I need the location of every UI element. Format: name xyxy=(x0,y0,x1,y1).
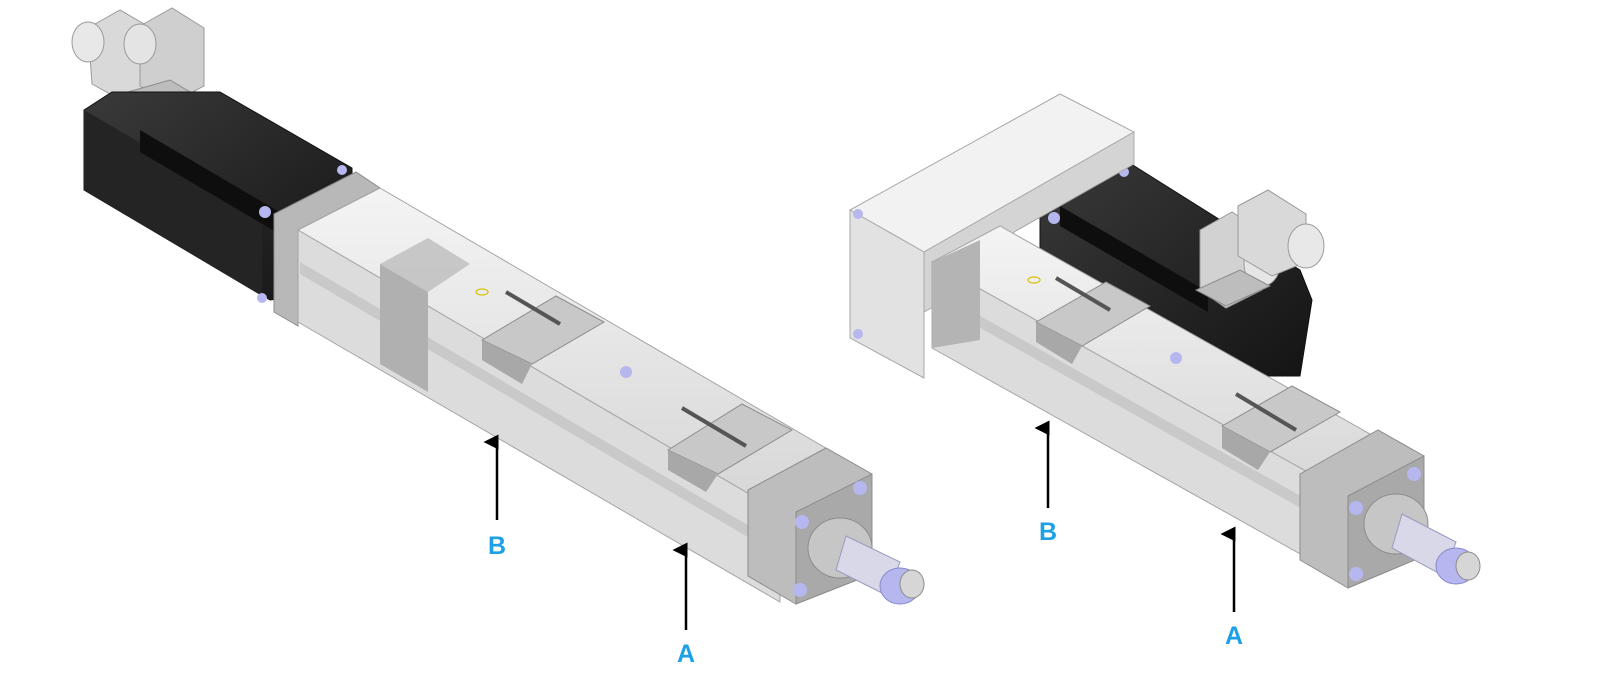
fastener-icon xyxy=(795,515,809,529)
piston-rod xyxy=(807,517,925,605)
callout-a-right: A xyxy=(1220,526,1243,650)
fastener-icon xyxy=(620,366,632,378)
fastener-icon xyxy=(793,583,807,597)
inline-motor-actuator-icon xyxy=(71,7,925,605)
sensor-bracket xyxy=(1034,276,1152,364)
piston-rod xyxy=(1363,493,1481,585)
callout-label: A xyxy=(677,640,695,668)
fastener-icon xyxy=(853,329,863,339)
fastener-icon xyxy=(257,293,267,303)
fastener-icon xyxy=(1349,501,1363,515)
right-actuator-assembly: B A xyxy=(848,93,1481,650)
fastener-icon xyxy=(853,481,867,495)
left-actuator-assembly: B A xyxy=(71,7,925,668)
fastener-icon xyxy=(1349,567,1363,581)
fastener-icon xyxy=(1048,212,1060,224)
callout-a-left: A xyxy=(672,542,695,668)
callout-label: B xyxy=(1039,518,1057,546)
fastener-icon xyxy=(1407,467,1421,481)
callout-b-left: B xyxy=(483,434,506,560)
sensor-bracket xyxy=(480,290,606,384)
callout-b-right: B xyxy=(1034,420,1057,546)
fastener-icon xyxy=(1170,352,1182,364)
fastener-icon xyxy=(337,165,347,175)
fastener-icon xyxy=(853,209,863,219)
sensor-bracket xyxy=(1220,385,1342,470)
motor-connector xyxy=(1194,189,1325,309)
sensor-bracket xyxy=(666,403,794,492)
callout-label: B xyxy=(488,532,506,560)
parallel-motor-actuator-icon xyxy=(848,93,1481,589)
fastener-icon xyxy=(259,206,271,218)
callout-label: A xyxy=(1225,622,1243,650)
